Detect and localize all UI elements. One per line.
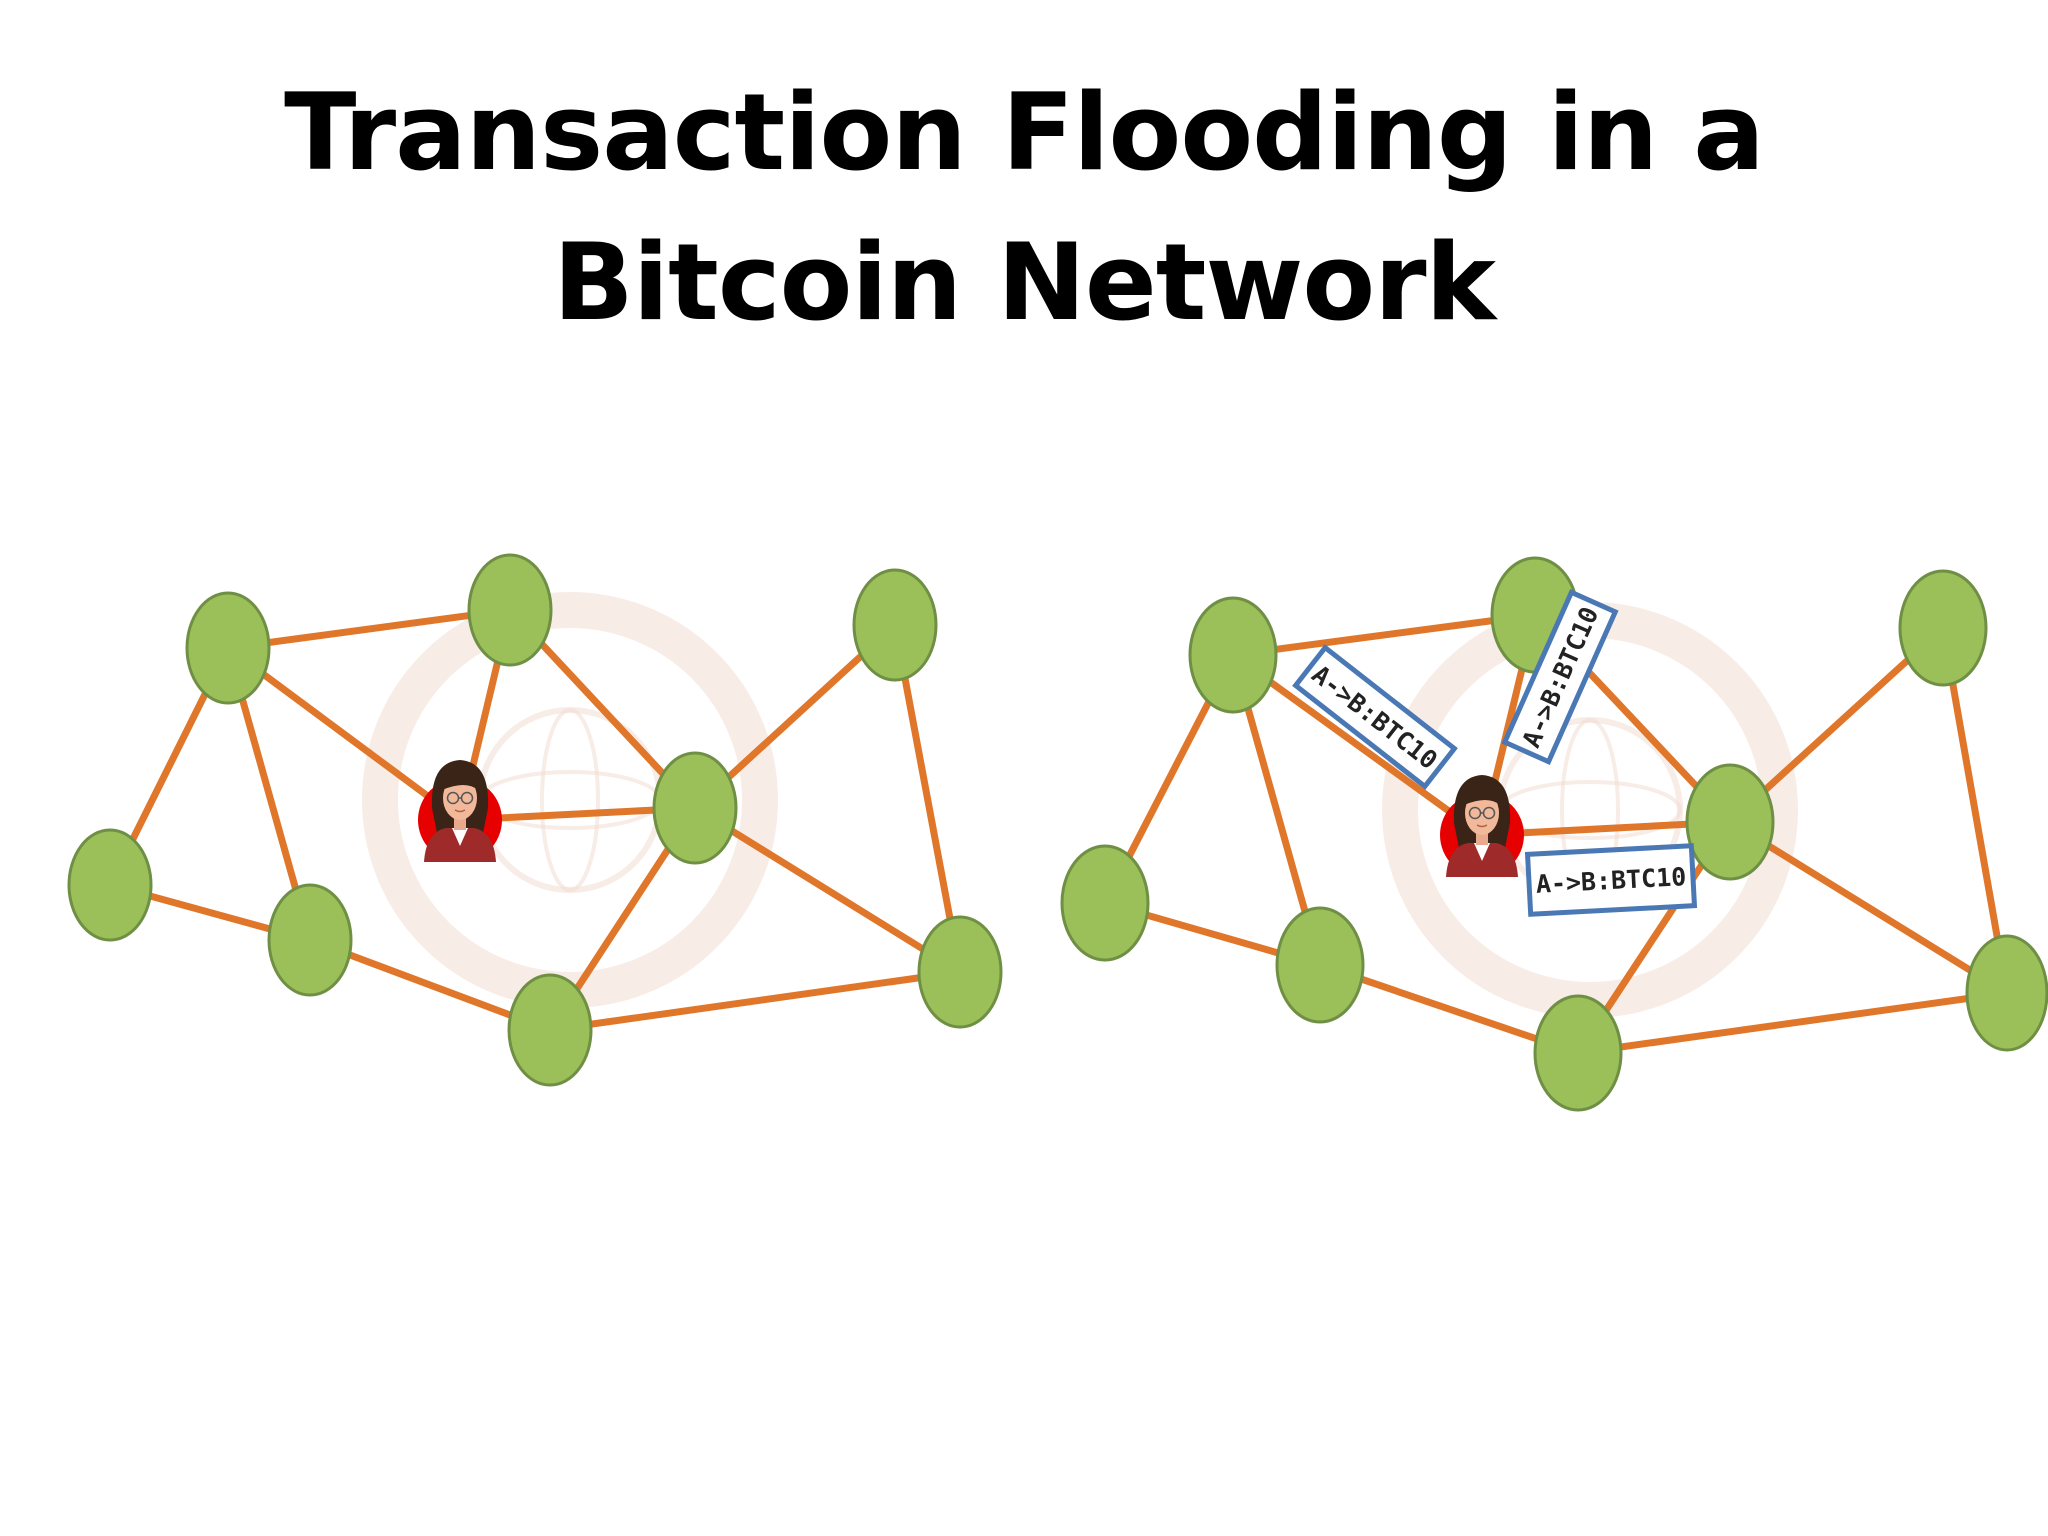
edge [224,644,464,824]
network-node [1533,994,1623,1112]
left-nodes [67,553,1003,1087]
edge [1574,989,2011,1057]
network-node [1898,569,1988,687]
network-node [185,591,271,705]
edge [691,804,964,976]
originator-person-icon [417,759,503,863]
edge [224,606,514,652]
network-node [1060,844,1150,962]
right-network-panel: A->B:BTC10 A->B:BTC10 A->B:BTC10 [1060,556,2048,1112]
network-node [1275,906,1365,1024]
network-node [652,751,738,865]
edge [1229,611,1539,659]
network-node [467,553,553,667]
edge [1939,624,2011,997]
edge [1726,818,2011,997]
network-node [917,915,1003,1029]
originator-person-icon [1439,774,1525,878]
network-node [1965,934,2048,1052]
edge [1229,651,1486,839]
network-node [267,883,353,997]
network-node [1188,596,1278,714]
right-nodes [1060,556,2048,1112]
edge [891,621,964,976]
network-node [852,568,938,682]
slide-title: Transaction Flooding in a Bitcoin Networ… [284,71,1765,344]
network-node [1685,763,1775,881]
edge [546,968,964,1034]
tx-message-box: A->B:BTC10 [1524,843,1698,917]
network-node [507,973,593,1087]
left-network-panel [67,553,1003,1087]
network-node [67,828,153,942]
